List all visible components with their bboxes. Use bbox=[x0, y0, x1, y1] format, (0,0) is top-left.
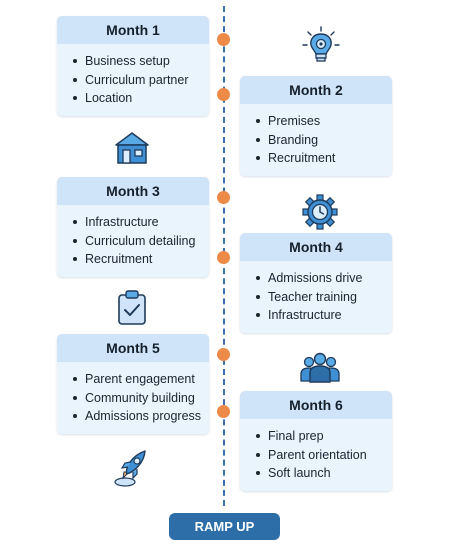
list-item: Infrastructure bbox=[71, 213, 209, 232]
list-item: Curriculum detailing bbox=[71, 232, 209, 251]
list-item: Final prep bbox=[254, 427, 392, 446]
lightbulb-gear-icon bbox=[302, 26, 340, 62]
timeline-dot bbox=[217, 251, 230, 264]
list-item: Infrastructure bbox=[254, 306, 392, 325]
month-card-1: Month 1 Business setup Curriculum partne… bbox=[57, 16, 209, 116]
list-item: Premises bbox=[254, 112, 392, 131]
gear-clock-icon bbox=[302, 194, 338, 230]
list-item: Business setup bbox=[71, 52, 209, 71]
rocket-icon bbox=[114, 450, 146, 487]
timeline-dot bbox=[217, 191, 230, 204]
list-item: Parent orientation bbox=[254, 446, 392, 465]
month-card-list: Final prep Parent orientation Soft launc… bbox=[240, 419, 392, 491]
list-item: Community building bbox=[71, 389, 209, 408]
list-item: Admissions drive bbox=[254, 269, 392, 288]
list-item: Soft launch bbox=[254, 464, 392, 483]
list-item: Curriculum partner bbox=[71, 71, 209, 90]
month-card-title: Month 2 bbox=[240, 76, 392, 104]
list-item: Parent engagement bbox=[71, 370, 209, 389]
month-card-3: Month 3 Infrastructure Curriculum detail… bbox=[57, 177, 209, 277]
people-group-icon bbox=[300, 352, 340, 383]
month-card-title: Month 4 bbox=[240, 233, 392, 261]
list-item: Branding bbox=[254, 131, 392, 150]
month-card-2: Month 2 Premises Branding Recruitment bbox=[240, 76, 392, 176]
timeline-dot bbox=[217, 348, 230, 361]
month-card-list: Parent engagement Community building Adm… bbox=[57, 362, 209, 434]
timeline-dot bbox=[217, 88, 230, 101]
month-card-5: Month 5 Parent engagement Community buil… bbox=[57, 334, 209, 434]
month-card-title: Month 6 bbox=[240, 391, 392, 419]
month-card-6: Month 6 Final prep Parent orientation So… bbox=[240, 391, 392, 491]
ramp-up-button[interactable]: RAMP UP bbox=[169, 513, 280, 540]
month-card-title: Month 5 bbox=[57, 334, 209, 362]
month-card-list: Premises Branding Recruitment bbox=[240, 104, 392, 176]
list-item: Recruitment bbox=[254, 149, 392, 168]
timeline-dot bbox=[217, 405, 230, 418]
list-item: Admissions progress bbox=[71, 407, 209, 426]
list-item: Teacher training bbox=[254, 288, 392, 307]
month-card-list: Admissions drive Teacher training Infras… bbox=[240, 261, 392, 333]
list-item: Location bbox=[71, 89, 209, 108]
month-card-title: Month 1 bbox=[57, 16, 209, 44]
month-card-4: Month 4 Admissions drive Teacher trainin… bbox=[240, 233, 392, 333]
month-card-title: Month 3 bbox=[57, 177, 209, 205]
list-item: Recruitment bbox=[71, 250, 209, 269]
school-building-icon bbox=[115, 132, 149, 164]
month-card-list: Infrastructure Curriculum detailing Recr… bbox=[57, 205, 209, 277]
timeline-dot bbox=[217, 33, 230, 46]
month-card-list: Business setup Curriculum partner Locati… bbox=[57, 44, 209, 116]
clipboard-check-icon bbox=[118, 290, 146, 325]
